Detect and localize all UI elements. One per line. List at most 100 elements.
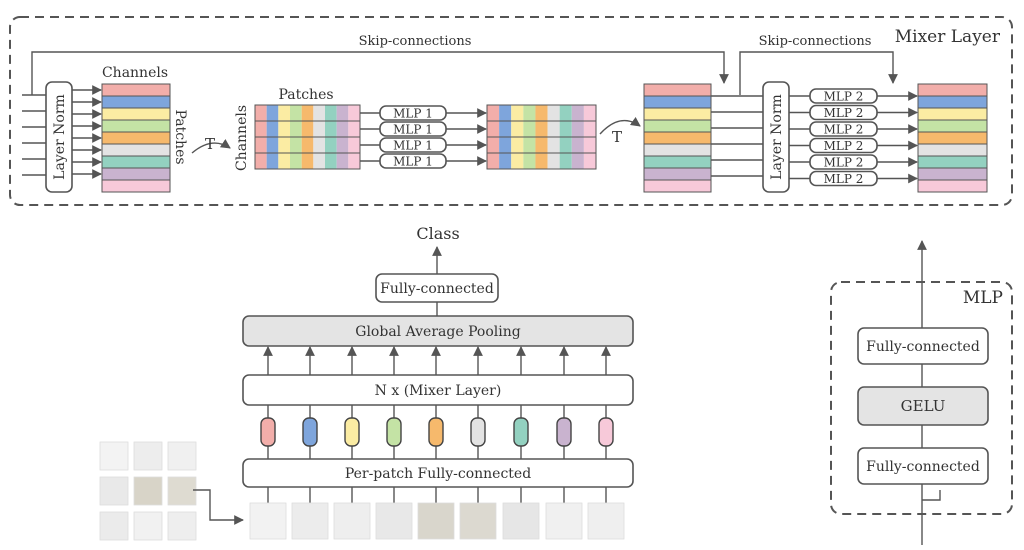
mlp-fc-top-box bbox=[857, 327, 989, 365]
table-e-row-2 bbox=[917, 95, 988, 109]
token-pill-2 bbox=[302, 417, 318, 447]
transpose-1-arrow bbox=[191, 139, 231, 154]
mixer-stack-box bbox=[242, 374, 634, 406]
image-grid-cell-5 bbox=[133, 476, 163, 506]
table-a-row-3 bbox=[101, 107, 171, 121]
global-average-pooling-box bbox=[242, 315, 634, 347]
token-pill-9 bbox=[598, 417, 614, 447]
mlp-fc-bottom-label: Fully-connected bbox=[866, 459, 980, 475]
table-d-row-6 bbox=[643, 143, 712, 157]
table-a-row-1 bbox=[101, 83, 171, 97]
input-patch-9 bbox=[587, 502, 625, 540]
mlp2-label-1: MLP 2 bbox=[824, 90, 864, 104]
transpose-1-label: T bbox=[205, 135, 215, 153]
transpose-2-arrow bbox=[599, 116, 641, 135]
class-label: Class bbox=[416, 224, 459, 243]
mixer-layer-panel bbox=[9, 16, 1013, 206]
input-patch-8 bbox=[545, 502, 583, 540]
mlp1-label-4: MLP 1 bbox=[393, 155, 433, 169]
image-grid-cell-3 bbox=[167, 441, 197, 471]
table-a-row-2 bbox=[101, 95, 171, 109]
channels-label-side: Channels bbox=[234, 105, 250, 171]
table-c-row-4 bbox=[486, 152, 597, 170]
layer-norm-1-label: Layer Norm bbox=[52, 94, 68, 180]
skip-connection-1-line bbox=[31, 51, 729, 95]
input-image-grid bbox=[99, 441, 197, 541]
input-patch-5 bbox=[417, 502, 455, 540]
mlp2-label-6: MLP 2 bbox=[824, 172, 864, 186]
input-lines bbox=[22, 94, 46, 176]
mlp-panel-title: MLP bbox=[963, 288, 1003, 308]
token-pill-3 bbox=[344, 417, 360, 447]
global-average-pooling-label: Global Average Pooling bbox=[355, 324, 520, 340]
gelu-box bbox=[857, 386, 989, 426]
skip-connection-2-label: Skip-connections bbox=[759, 34, 872, 49]
table-e-row-8 bbox=[917, 167, 988, 181]
input-patch-2 bbox=[291, 502, 329, 540]
table-d-row-4 bbox=[643, 119, 712, 133]
mlp-residual-stub bbox=[922, 490, 941, 501]
table-a-row-4 bbox=[101, 119, 171, 133]
table-a-row-5 bbox=[101, 131, 171, 145]
mixer-layer-title: Mixer Layer bbox=[895, 27, 1001, 47]
layer-norm-2 bbox=[762, 81, 790, 193]
mlp2-label-5: MLP 2 bbox=[824, 156, 864, 170]
fully-connected-head-label: Fully-connected bbox=[380, 281, 494, 297]
mixer-to-gap-arrows bbox=[263, 346, 611, 375]
gelu-label: GELU bbox=[901, 397, 946, 415]
layer-norm-1-output-arrows bbox=[72, 85, 102, 179]
mlp-fc-bottom-box bbox=[857, 447, 989, 485]
table-a-row-9 bbox=[101, 179, 171, 193]
table-d-row-2 bbox=[643, 95, 712, 109]
image-grid-cell-4 bbox=[99, 476, 129, 506]
table-e-row-6 bbox=[917, 143, 988, 157]
table-d-row-5 bbox=[643, 131, 712, 145]
per-patch-fc-label: Per-patch Fully-connected bbox=[345, 466, 531, 482]
table-d-row-7 bbox=[643, 155, 712, 169]
token-pill-8 bbox=[556, 417, 572, 447]
per-patch-fc-box bbox=[242, 458, 634, 488]
table-e-row-4 bbox=[917, 119, 988, 133]
table-a-row-6 bbox=[101, 143, 171, 157]
mlp1-group: MLP 1 MLP 1 MLP 1 MLP 1 bbox=[360, 105, 487, 169]
table-d-row-1 bbox=[643, 83, 712, 97]
image-grid-cell-7 bbox=[99, 511, 129, 541]
table-e-row-1 bbox=[917, 83, 988, 97]
mlp2-label-4: MLP 2 bbox=[824, 139, 864, 153]
token-table-output-e bbox=[917, 83, 988, 193]
patch-token-row bbox=[260, 405, 614, 459]
table-e-row-7 bbox=[917, 155, 988, 169]
mlp1-label-2: MLP 1 bbox=[393, 123, 433, 137]
image-grid-cell-1 bbox=[99, 441, 129, 471]
token-table-transposed-b bbox=[254, 104, 361, 170]
token-pill-7 bbox=[513, 417, 529, 447]
transpose-2-label: T bbox=[612, 128, 622, 146]
patches-label-top: Patches bbox=[278, 87, 333, 103]
mlp1-label-1: MLP 1 bbox=[393, 107, 433, 121]
token-pill-4 bbox=[386, 417, 402, 447]
image-to-patches-arrow bbox=[193, 489, 244, 525]
table-a-row-8 bbox=[101, 167, 171, 181]
token-pill-5 bbox=[428, 417, 444, 447]
layer-norm-2-label: Layer Norm bbox=[769, 94, 785, 180]
patches-label-side: Patches bbox=[172, 109, 188, 164]
input-patch-7 bbox=[502, 502, 540, 540]
table-e-row-3 bbox=[917, 107, 988, 121]
mlp1-label-3: MLP 1 bbox=[393, 139, 433, 153]
layer-norm-2-input-lines bbox=[711, 95, 763, 177]
table-d-row-8 bbox=[643, 167, 712, 181]
table-e-row-5 bbox=[917, 131, 988, 145]
image-grid-cell-9 bbox=[167, 511, 197, 541]
mlp-fc-top-label: Fully-connected bbox=[866, 339, 980, 355]
input-patch-4 bbox=[375, 502, 413, 540]
token-pill-1 bbox=[260, 417, 276, 447]
table-a-row-7 bbox=[101, 155, 171, 169]
token-table-transposed-c bbox=[486, 104, 597, 170]
table-d-row-3 bbox=[643, 107, 712, 121]
image-grid-cell-8 bbox=[133, 511, 163, 541]
mixer-stack-label: N x (Mixer Layer) bbox=[375, 383, 502, 399]
channels-label-top: Channels bbox=[102, 65, 168, 81]
input-patch-row bbox=[249, 487, 625, 540]
